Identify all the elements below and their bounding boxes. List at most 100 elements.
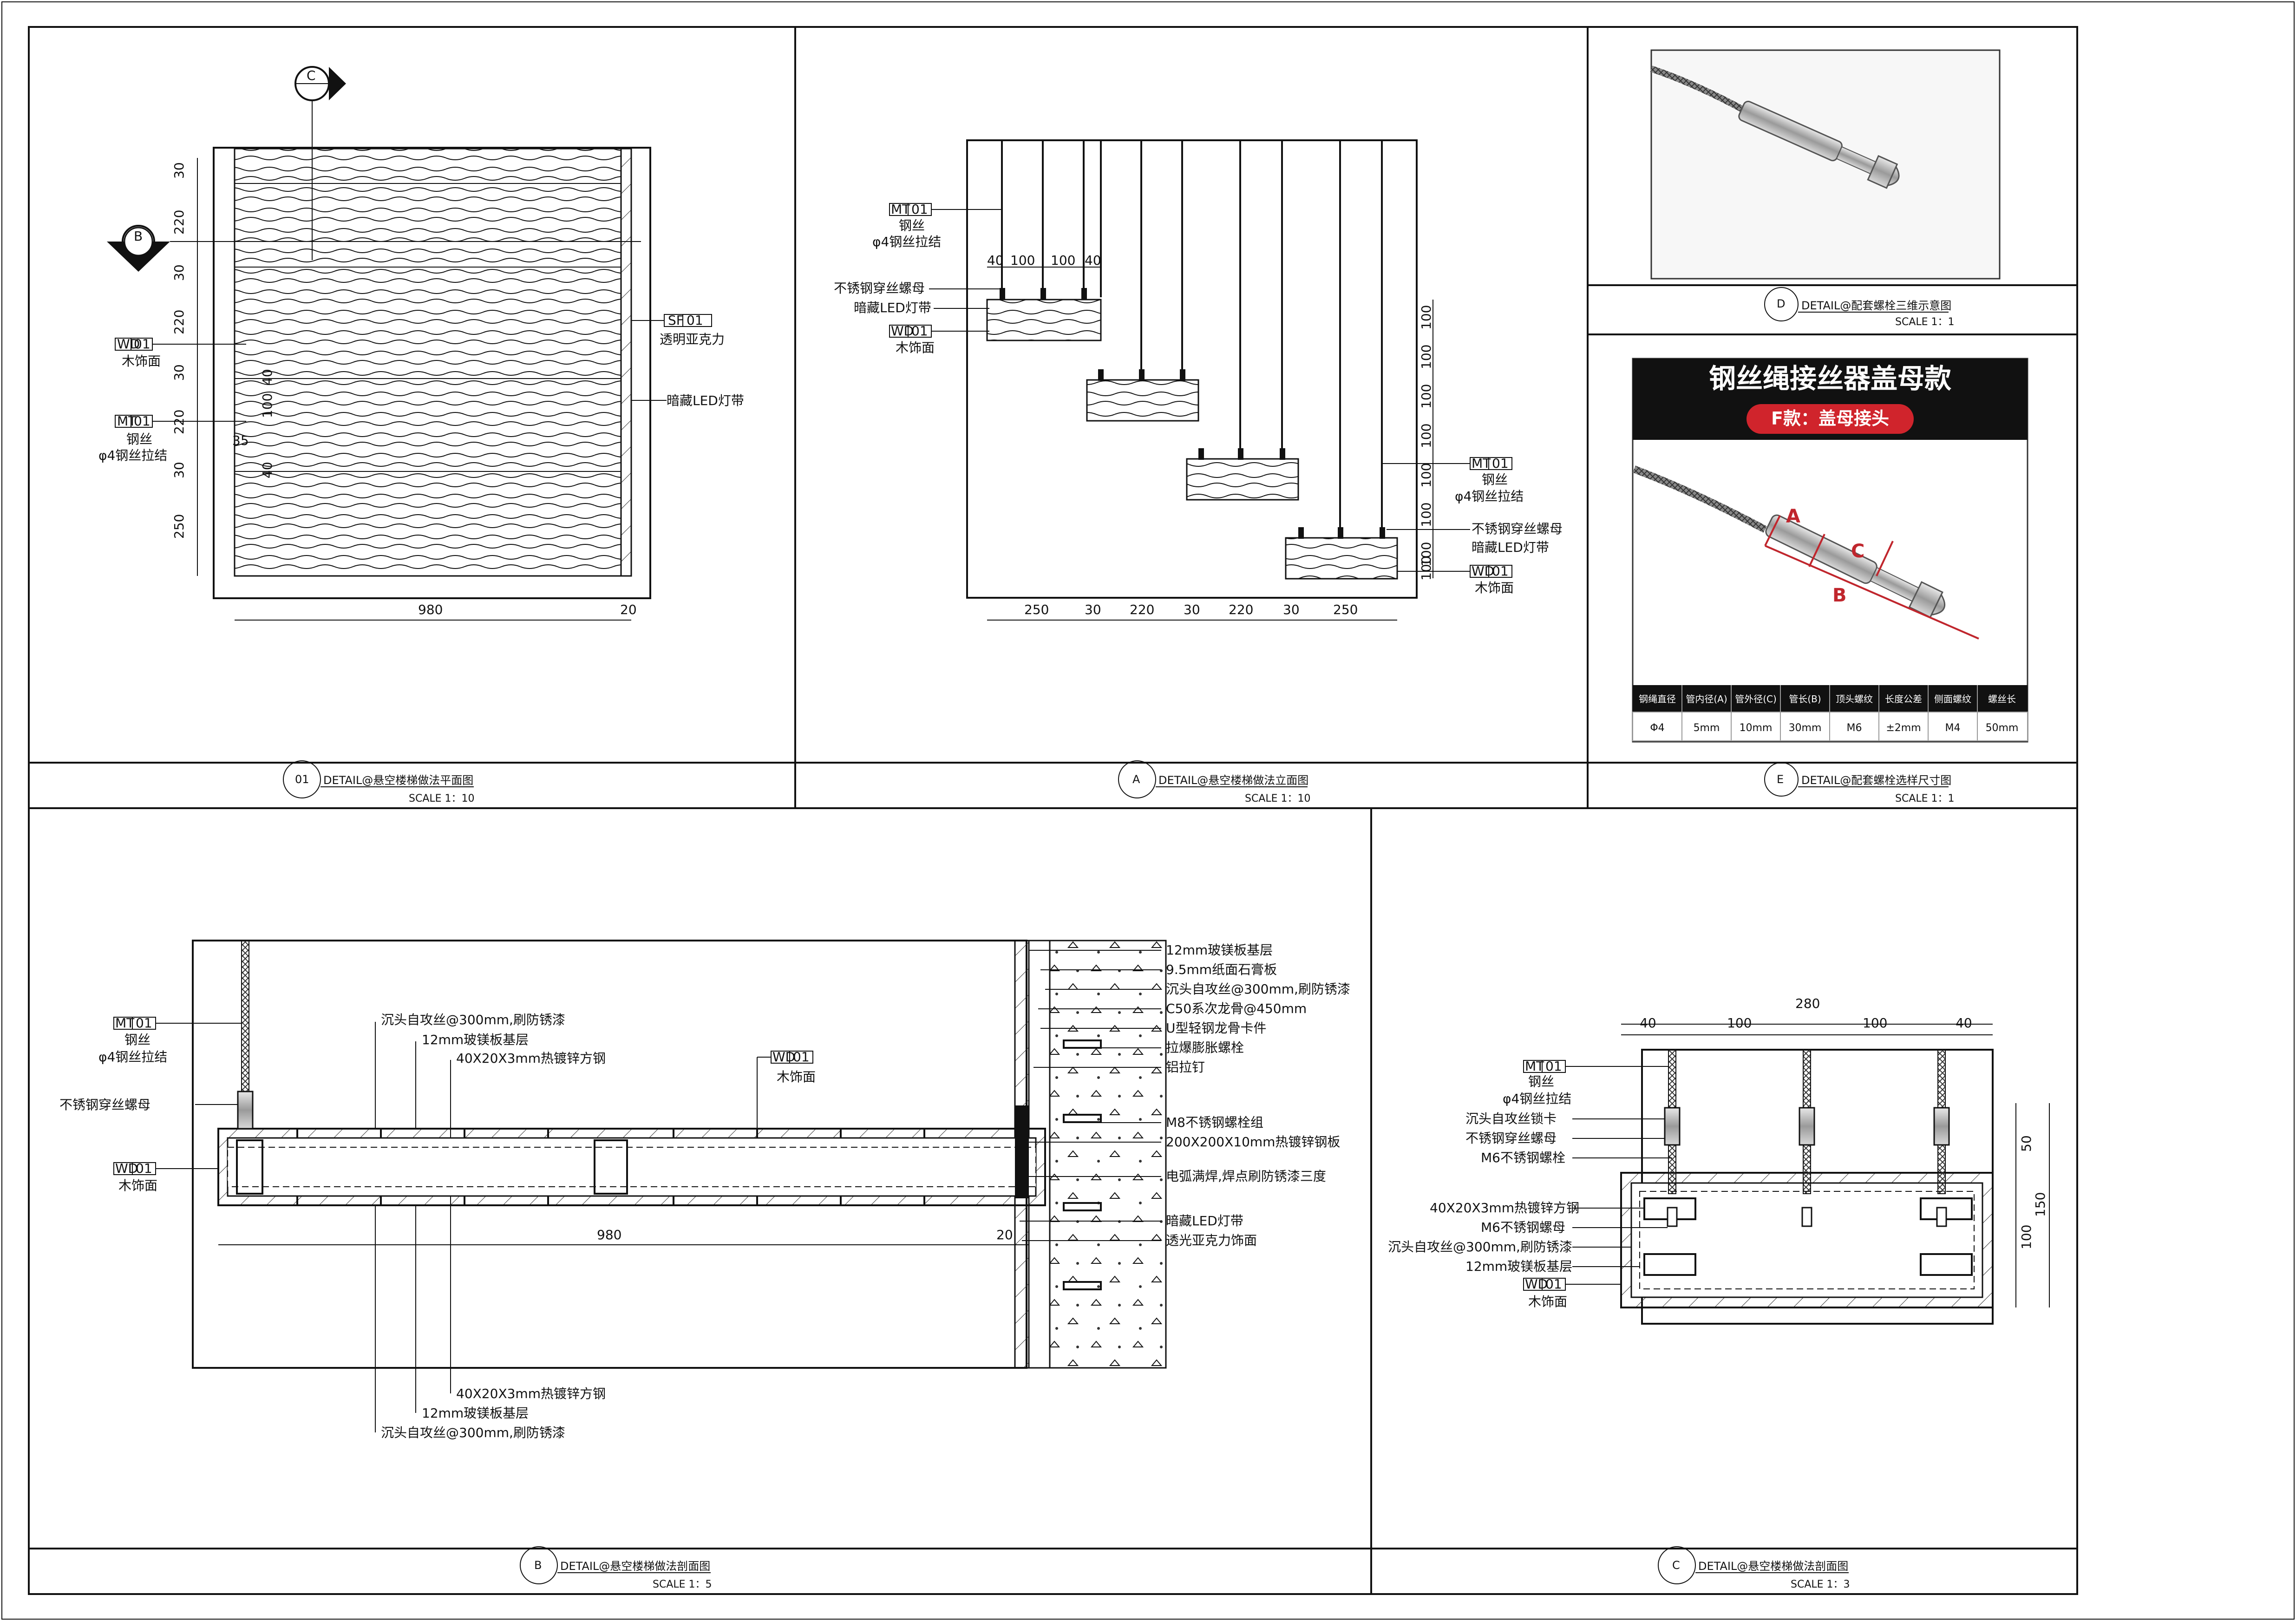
elev-dim-top-1: 100 — [1010, 253, 1035, 268]
svg-text:01: 01 — [295, 773, 309, 786]
elev-nut-label-left: 不锈钢穿丝螺母 — [834, 281, 925, 296]
plan-dim-left-4: 30 — [171, 364, 187, 381]
svg-text:木饰面: 木饰面 — [777, 1069, 816, 1085]
elev-dim-bottom-4: 220 — [1229, 602, 1253, 617]
spec-badge — [1747, 404, 1914, 434]
elev-tread-3 — [1186, 458, 1299, 501]
secc-dim-top-4: 40 — [1956, 1015, 1972, 1031]
section-b-nut — [237, 1091, 254, 1130]
elev-dim-bottom-2: 220 — [1130, 602, 1154, 617]
elev-tread-4 — [1285, 537, 1398, 580]
secb-tag-wd2: WD 01 木饰面 — [757, 1049, 816, 1129]
section-b-cable — [241, 940, 249, 1099]
svg-text:SF: SF — [668, 313, 684, 328]
svg-text:钢丝: 钢丝 — [124, 1032, 150, 1047]
svg-text:01: 01 — [911, 323, 928, 339]
plan-dim-inner-0: 40 — [260, 369, 275, 386]
secb-right-4: U型轻钢龙骨卡件 — [1166, 1020, 1267, 1036]
svg-text:01: 01 — [1492, 456, 1509, 471]
secb-nut-label: 不锈钢穿丝螺母 — [59, 1097, 150, 1112]
secc-left-1: 不锈钢穿丝螺母 — [1465, 1131, 1557, 1146]
secb-screw-top: 沉头自攻丝@300mm,刷防锈漆 — [381, 1012, 565, 1027]
svg-text:WD: WD — [772, 1049, 795, 1065]
elev-dim-right-1: 100 — [1419, 345, 1434, 369]
secb-board-top: 12mm玻镁板基层 — [422, 1032, 529, 1047]
elev-tread-2 — [1086, 379, 1199, 422]
spec-th-4: 顶头螺纹 — [1836, 693, 1873, 705]
steel-plate — [1015, 1105, 1029, 1198]
svg-text:MT: MT — [115, 1015, 135, 1031]
spec-td-4: M6 — [1847, 722, 1862, 734]
elev-dim-right-2: 100 — [1419, 384, 1434, 409]
elev-dim-right-5: 100 — [1419, 503, 1434, 527]
svg-text:MT: MT — [1525, 1059, 1544, 1074]
secc-left-0: 沉头自攻丝锁卡 — [1465, 1111, 1557, 1126]
svg-text:φ4钢丝拉结: φ4钢丝拉结 — [1503, 1091, 1571, 1106]
plan-dim-inner-1: 100 — [260, 393, 275, 418]
acrylic-strip — [620, 148, 632, 577]
spec-title-block: E DETAIL@配套螺栓选样尺寸图 SCALE 1：1 — [1764, 762, 1955, 804]
secb-bottom-1: 12mm玻镁板基层 — [422, 1405, 529, 1421]
wood-surface-hatch — [234, 148, 622, 577]
svg-text:透明亚克力: 透明亚克力 — [660, 332, 725, 347]
secc-dim-top-3: 100 — [1863, 1015, 1887, 1031]
secc-cables — [1664, 1049, 1950, 1227]
secc-title-block: C DETAIL@悬空楼梯做法剖面图 SCALE 1：3 — [1658, 1546, 1850, 1590]
svg-text:钢丝: 钢丝 — [126, 431, 152, 447]
svg-text:φ4钢丝拉结: φ4钢丝拉结 — [98, 1049, 167, 1065]
elev-tag-wd-right: WD 01 木饰面 — [1397, 563, 1514, 595]
photo3d-panel: D DETAIL@配套螺栓三维示意图 SCALE 1：1 — [1650, 49, 2001, 328]
svg-text:F款：盖母接头: F款：盖母接头 — [1771, 408, 1889, 429]
elev-dim-bottom-5: 30 — [1283, 602, 1300, 617]
svg-text:钢丝: 钢丝 — [1482, 472, 1508, 487]
svg-text:01: 01 — [134, 336, 150, 352]
plan-dim-inner-2: 35 — [232, 433, 249, 448]
elev-dim-right-3: 100 — [1419, 424, 1434, 448]
elev-dim-top-3: 40 — [1085, 253, 1101, 268]
plan-led-label: 暗藏LED灯带 — [667, 393, 744, 408]
svg-text:01: 01 — [793, 1049, 810, 1065]
secb-right-5: 拉爆膨胀螺栓 — [1166, 1040, 1244, 1055]
plan-dim-left-0: 30 — [171, 162, 187, 179]
secb-bottom-2: 沉头自攻丝@300mm,刷防锈漆 — [381, 1425, 565, 1440]
secc-dim-right-0: 50 — [2019, 1135, 2034, 1152]
svg-text:B: B — [134, 229, 143, 244]
plan-scale: SCALE 1：10 — [409, 793, 475, 804]
svg-text:钢丝: 钢丝 — [1528, 1074, 1554, 1089]
svg-text:MT: MT — [891, 202, 910, 217]
photo3d-scale: SCALE 1：1 — [1895, 316, 1955, 328]
elev-dim-right-0: 100 — [1419, 305, 1434, 330]
elev-led-label-right: 暗藏LED灯带 — [1472, 540, 1549, 555]
spec-th-1: 管内径(A) — [1686, 693, 1727, 705]
secb-title-block: B DETAIL@悬空楼梯做法剖面图 SCALE 1：5 — [520, 1546, 712, 1590]
spec-td-3: 30mm — [1789, 722, 1822, 734]
plan-tag-sf: SF 01 透明亚克力 — [631, 313, 725, 347]
secc-title: DETAIL@悬空楼梯做法剖面图 — [1698, 1560, 1848, 1573]
svg-text:A: A — [1132, 773, 1140, 786]
spec-panel: 钢丝绳接丝器盖母款 F款：盖母接头 A C B 钢绳直径 管内径(A) 管外径(… — [1632, 358, 2028, 804]
secc-left-3: 40X20X3mm热镀锌方钢 — [1430, 1200, 1579, 1216]
secb-bottom-0: 40X20X3mm热镀锌方钢 — [456, 1386, 606, 1401]
svg-text:01: 01 — [687, 313, 703, 328]
plan-dim-left-2: 30 — [171, 264, 187, 281]
spec-td-1: 5mm — [1694, 722, 1720, 734]
spec-th-6: 侧面螺纹 — [1934, 693, 1971, 705]
secb-right-6: 铝拉钉 — [1166, 1059, 1205, 1075]
secc-dim-top-0: 280 — [1795, 996, 1820, 1011]
svg-text:D: D — [1777, 297, 1785, 310]
elev-nut-label-right: 不锈钢穿丝螺母 — [1472, 521, 1563, 536]
plan-dim-bottom-1: 20 — [620, 602, 637, 617]
secb-steel-top: 40X20X3mm热镀锌方钢 — [456, 1051, 606, 1066]
secc-dim-top-1: 40 — [1640, 1015, 1656, 1031]
svg-text:φ4钢丝拉结: φ4钢丝拉结 — [1455, 489, 1524, 504]
photo3d-title: DETAIL@配套螺栓三维示意图 — [1801, 299, 1951, 312]
elev-dim-top-2: 100 — [1051, 253, 1075, 268]
secc-dim-top-2: 100 — [1727, 1015, 1752, 1031]
spec-td-2: 10mm — [1740, 722, 1773, 734]
secb-right-10: 暗藏LED灯带 — [1166, 1213, 1243, 1229]
inner-frame — [28, 26, 2078, 1595]
spec-th-5: 长度公差 — [1885, 693, 1922, 705]
steel-tube-left — [236, 1139, 263, 1195]
spec-letter-a: A — [1786, 506, 1800, 527]
